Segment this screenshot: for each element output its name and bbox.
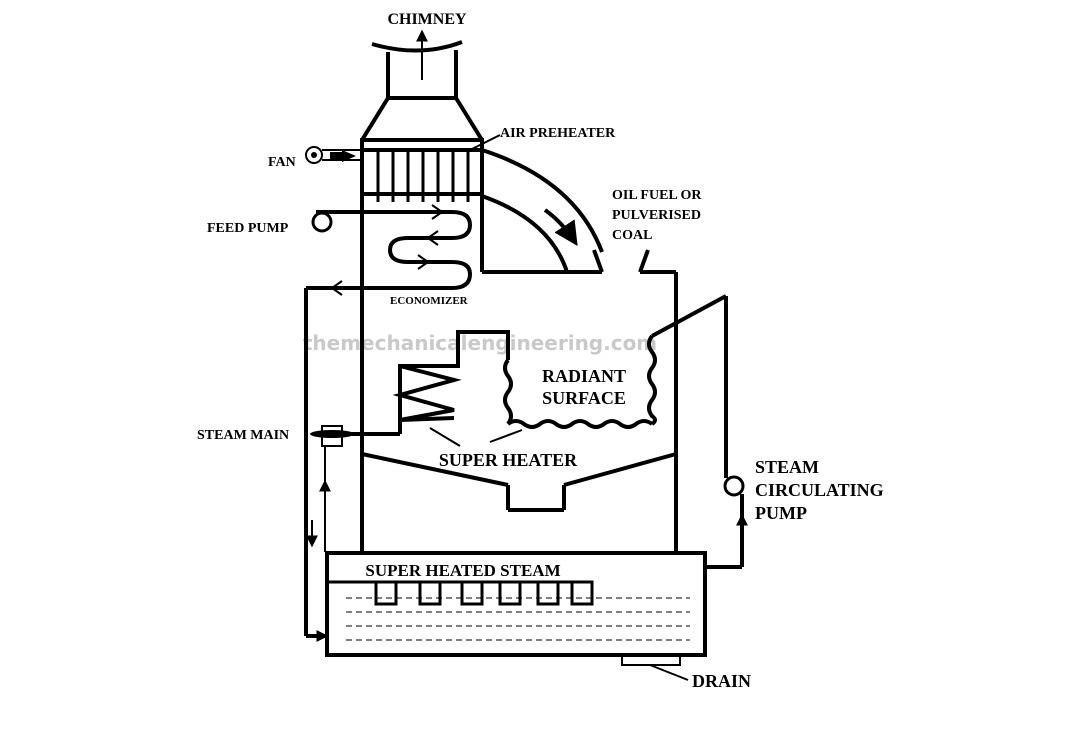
drain-pointer <box>649 664 689 681</box>
label-circ-pump-line2: CIRCULATING <box>755 480 884 500</box>
steam-circulating-pump <box>705 296 745 569</box>
economizer-coil <box>306 210 473 290</box>
label-oil-fuel-line2: PULVERISED <box>612 208 701 223</box>
label-economizer: ECONOMIZER <box>390 295 469 307</box>
label-super-heated-steam: SUPER HEATED STEAM <box>365 561 560 580</box>
label-oil-fuel-line1: OIL FUEL OR <box>612 188 702 203</box>
label-fan: FAN <box>268 155 296 170</box>
chimney <box>360 40 484 142</box>
label-super-heater: SUPER HEATER <box>439 450 578 470</box>
label-radiant-line1: RADIANT <box>542 366 626 386</box>
super-heater-pointer-1 <box>429 427 461 447</box>
economizer-arrow-3 <box>417 254 430 270</box>
air-duct <box>481 148 604 273</box>
economizer-arrow-4 <box>330 280 343 296</box>
super-heater-coil <box>392 330 513 434</box>
air-preheater-pointer <box>469 134 501 151</box>
watermark: themechanicalengineering.com <box>303 331 657 355</box>
steam-main <box>310 425 400 447</box>
economizer-arrow-1 <box>431 204 444 220</box>
air-duct-arrow <box>543 208 578 247</box>
label-drain: DRAIN <box>692 671 751 691</box>
air-preheater <box>362 148 482 202</box>
fan <box>305 146 364 164</box>
label-chimney: CHIMNEY <box>387 11 467 28</box>
label-steam-main: STEAM MAIN <box>197 428 289 443</box>
label-oil-fuel-line3: COAL <box>612 228 652 243</box>
feed-pump <box>311 210 452 233</box>
steam-drum <box>325 551 707 657</box>
label-air-preheater: AIR PREHEATER <box>500 126 616 141</box>
label-radiant-line2: SURFACE <box>542 388 626 408</box>
furnace-shell <box>360 140 678 552</box>
radiant-surface <box>506 294 727 429</box>
label-feed-pump: FEED PUMP <box>207 221 289 236</box>
economizer-arrow-2 <box>426 230 439 246</box>
label-circ-pump-line1: STEAM <box>755 457 819 477</box>
super-heater-pointer-2 <box>489 429 523 443</box>
label-circ-pump-line3: PUMP <box>755 503 807 523</box>
